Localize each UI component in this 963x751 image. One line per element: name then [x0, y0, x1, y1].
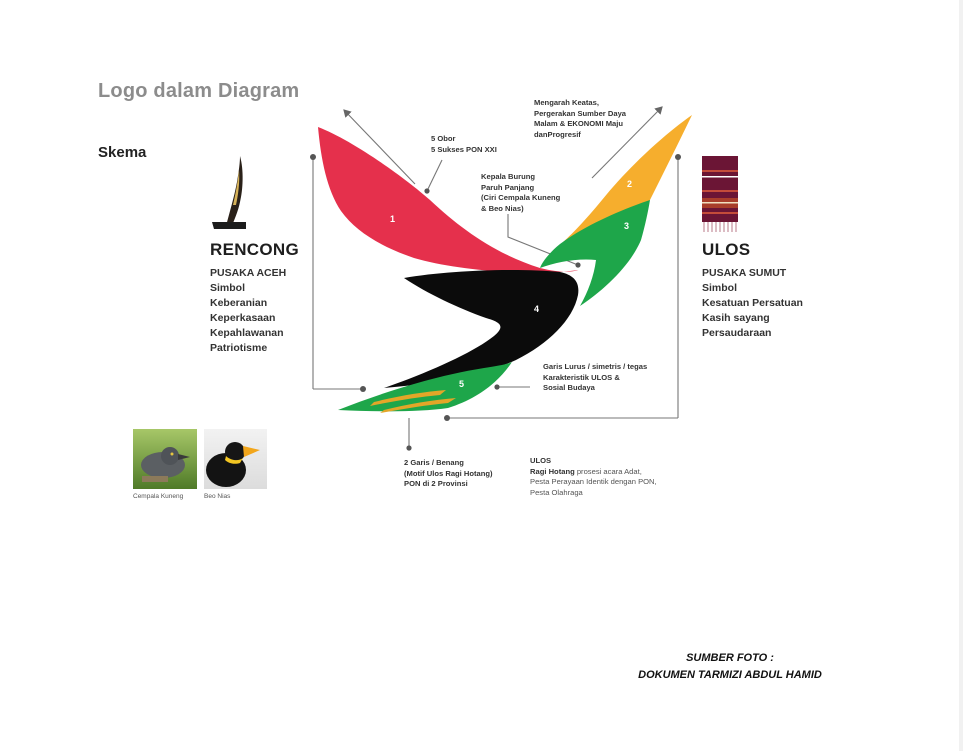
- rencong-line: Simbol: [210, 282, 246, 294]
- logo-segment-green-wing: [540, 200, 650, 306]
- ulos-line: Simbol: [702, 282, 738, 294]
- annotation-ulos-ragi: ULOS Ragi Hotang prosesi acara Adat, Pes…: [530, 456, 657, 497]
- connector-lines: [312, 106, 679, 448]
- annotation-dua-garis: 2 Garis / Benang (Motif Ulos Ragi Hotang…: [404, 458, 493, 488]
- beo-nias-photo: [204, 429, 267, 489]
- ulos-cloth-icon: [702, 156, 738, 232]
- ulos-heading: ULOS: [702, 240, 751, 259]
- caption-cempala-kuneng: Cempala Kuneng: [133, 493, 184, 500]
- rencong-icon: [212, 156, 246, 229]
- ulos-line: Persaudaraan: [702, 327, 772, 339]
- ulos-line: Kesatuan Persatuan: [702, 297, 803, 309]
- ulos-line: Kasih sayang: [702, 312, 770, 324]
- rencong-line: PUSAKA ACEH: [210, 267, 287, 279]
- page-title: Logo dalam Diagram: [98, 80, 300, 102]
- section-subtitle: Skema: [98, 144, 147, 161]
- annotation-kepala: Kepala Burung Paruh Panjang (Ciri Cempal…: [481, 172, 561, 213]
- segment-label-3: 3: [624, 221, 630, 231]
- rencong-heading: RENCONG: [210, 240, 299, 259]
- segment-label-4: 4: [534, 304, 540, 314]
- logo-tail-stripe: [370, 390, 446, 406]
- logo-segment-black-body: [384, 270, 579, 388]
- rencong-line: Kepahlawanan: [210, 327, 284, 339]
- ulos-line: PUSAKA SUMUT: [702, 267, 787, 279]
- rencong-line: Keberanian: [210, 297, 268, 309]
- segment-label-5: 5: [459, 379, 465, 389]
- logo-tail-stripe: [380, 398, 456, 413]
- photo-source: SUMBER FOTO : DOKUMEN TARMIZI ABDUL HAMI…: [638, 652, 822, 681]
- rencong-list: PUSAKA ACEH Simbol Keberanian Keperkasaa…: [210, 266, 286, 356]
- caption-beo-nias: Beo Nias: [204, 493, 231, 500]
- ulos-list: PUSAKA SUMUT Simbol Kesatuan Persatuan K…: [702, 266, 803, 341]
- page-edge: [959, 0, 963, 751]
- rencong-line: Keperkasaan: [210, 312, 276, 324]
- segment-label-1: 1: [390, 214, 396, 224]
- cempala-kuneng-photo: [133, 429, 197, 489]
- rencong-line: Patriotisme: [210, 342, 268, 354]
- annotation-mengarah: Mengarah Keatas, Pergerakan Sumber Daya …: [534, 98, 627, 139]
- segment-label-2: 2: [627, 179, 633, 189]
- logo-segment-orange-wing: [562, 115, 692, 243]
- logo-segment-green-tail: [338, 362, 512, 412]
- logo-segment-red-wing: [318, 127, 578, 273]
- annotation-garis-lurus: Garis Lurus / simetris / tegas Karakteri…: [543, 362, 648, 392]
- annotation-obor: 5 Obor 5 Sukses PON XXI: [431, 134, 497, 154]
- connector-dots: [310, 154, 681, 451]
